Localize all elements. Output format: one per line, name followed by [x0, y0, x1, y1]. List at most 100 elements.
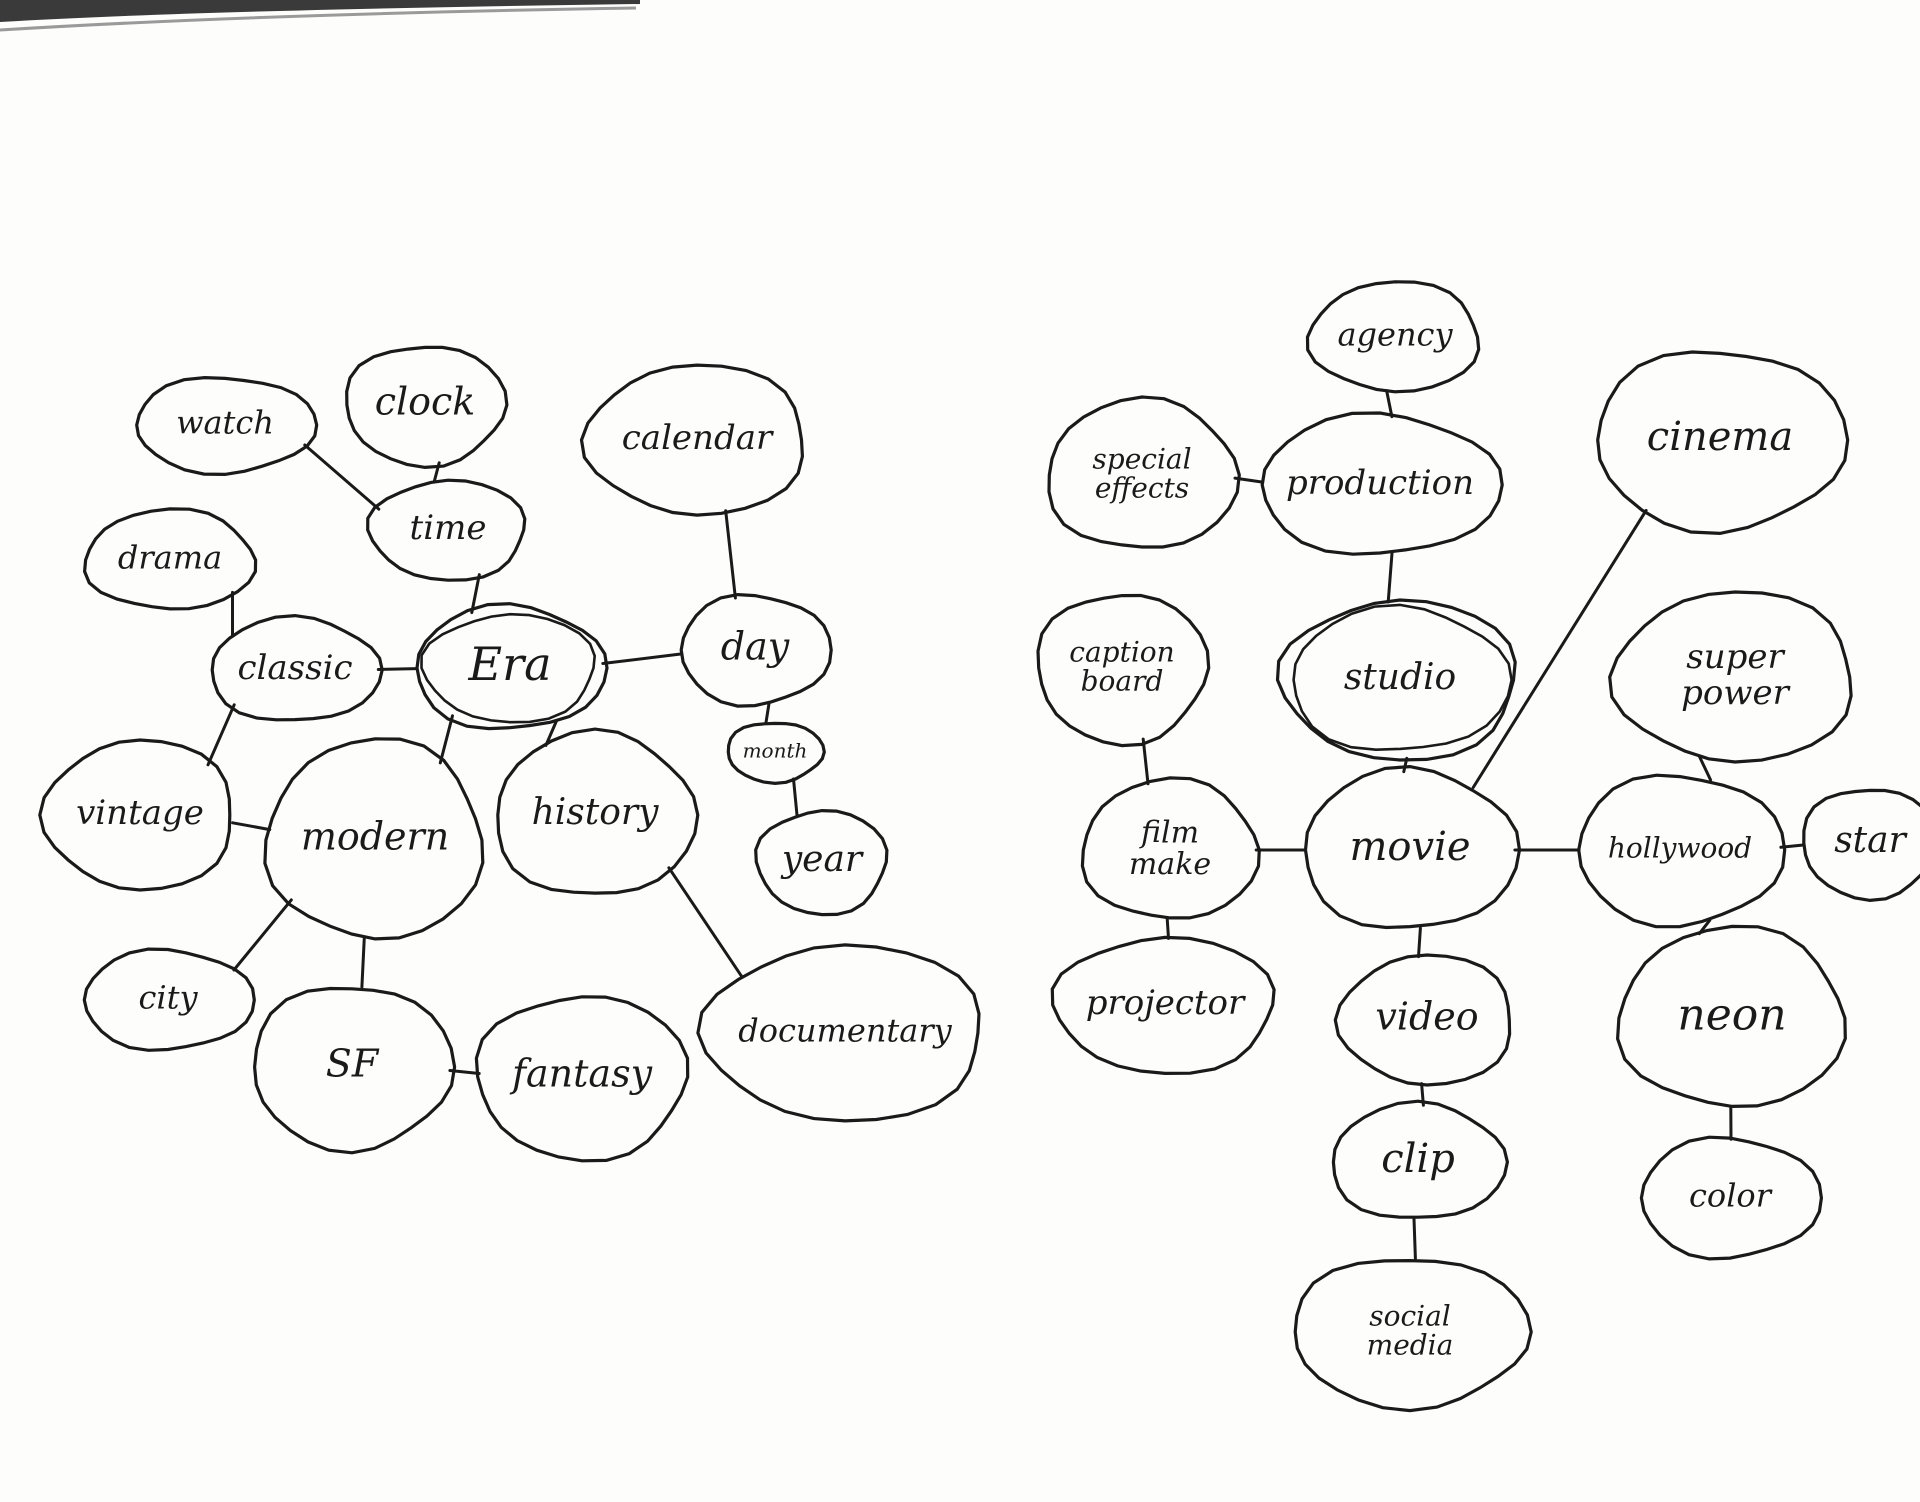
- label-clock: clock: [375, 380, 476, 424]
- edge-classic-vintage: [206, 703, 236, 767]
- label-modern: modern: [301, 815, 449, 859]
- bubble-social: [1293, 1258, 1533, 1413]
- bubble-clock: [345, 345, 509, 470]
- bubble-documentary: [696, 943, 981, 1123]
- bubble-modern: [263, 737, 485, 941]
- label-production: production: [1286, 463, 1474, 503]
- node-projector: projector: [1050, 935, 1276, 1076]
- node-month: month: [726, 721, 826, 786]
- label-line-special-0: special: [1092, 442, 1191, 475]
- node-clock: clock: [345, 345, 509, 470]
- node-movie: movie: [1303, 764, 1522, 930]
- edge-era-history: [544, 719, 559, 747]
- bubble-sf: [252, 986, 457, 1155]
- label-documentary: documentary: [738, 1012, 952, 1050]
- paper-torn-edge: [0, 0, 640, 22]
- edge-time-era: [470, 573, 481, 615]
- label-fantasy: fantasy: [509, 1052, 653, 1096]
- label-color: color: [1689, 1177, 1773, 1215]
- node-studio: studio: [1275, 598, 1517, 762]
- label-projector: projector: [1086, 983, 1246, 1023]
- edge-history-documentary: [667, 866, 744, 978]
- bubble-superpower: [1608, 590, 1853, 764]
- bubble-era: [415, 602, 609, 731]
- bubble-neon: [1615, 924, 1847, 1109]
- label-sf: SF: [326, 1042, 380, 1086]
- bubble-fantasy: [474, 995, 690, 1163]
- node-cinema: cinema: [1596, 350, 1850, 536]
- edge-production-studio: [1386, 551, 1394, 604]
- edge-filmmake-projector: [1165, 917, 1170, 940]
- node-video: video: [1333, 953, 1512, 1087]
- label-star: star: [1834, 820, 1907, 861]
- label-line-caption-1: board: [1081, 664, 1164, 697]
- label-clip: clip: [1381, 1136, 1455, 1182]
- node-sf: SF: [252, 986, 457, 1155]
- label-drama: drama: [118, 539, 222, 577]
- label-line-caption-0: caption: [1069, 635, 1174, 668]
- node-time: time: [366, 478, 527, 582]
- label-era: Era: [468, 637, 552, 691]
- paper-torn-edge-shadow: [0, 6, 637, 32]
- edge-vintage-modern: [231, 821, 272, 832]
- label-hollywood: hollywood: [1608, 832, 1752, 865]
- label-line-social-1: media: [1367, 1328, 1454, 1361]
- label-city: city: [138, 979, 198, 1017]
- label-video: video: [1375, 995, 1478, 1039]
- node-day: day: [679, 592, 833, 708]
- bubble-cinema: [1596, 350, 1850, 536]
- label-time: time: [410, 508, 487, 548]
- edge-cinema-movie: [1471, 508, 1648, 789]
- bubble-time: [366, 478, 527, 582]
- label-studio: studio: [1344, 657, 1456, 698]
- node-documentary: documentary: [696, 943, 981, 1123]
- node-agency: agency: [1305, 280, 1481, 394]
- node-drama: drama: [82, 507, 258, 611]
- bubble-month: [726, 721, 826, 786]
- label-classic: classic: [238, 648, 353, 688]
- node-history: history: [496, 727, 700, 895]
- label-movie: movie: [1349, 824, 1470, 870]
- bubble-day: [679, 592, 833, 708]
- bubble-caption: [1036, 593, 1211, 748]
- label-vintage: vintage: [76, 793, 204, 833]
- bubble-year: [754, 808, 889, 917]
- bubble-vintage: [38, 738, 232, 892]
- edge-calendar-day: [724, 509, 737, 600]
- bubble-clip: [1331, 1099, 1510, 1219]
- label-day: day: [721, 625, 790, 669]
- label-calendar: calendar: [622, 418, 774, 458]
- node-fantasy: fantasy: [474, 995, 690, 1163]
- bubble-color: [1639, 1135, 1824, 1261]
- edge-modern-city: [232, 898, 293, 972]
- label-history: history: [532, 792, 660, 833]
- label-line-social-0: social: [1369, 1299, 1451, 1332]
- bubble-city: [82, 947, 256, 1052]
- node-clip: clip: [1331, 1099, 1510, 1219]
- bubble-watch: [135, 375, 319, 477]
- edge-day-month: [764, 701, 771, 725]
- node-year: year: [754, 808, 889, 917]
- bubble-filmmake: [1080, 776, 1261, 920]
- node-modern: modern: [263, 737, 485, 941]
- edge-movie-video: [1417, 926, 1422, 959]
- node-city: city: [82, 947, 256, 1052]
- edge-classic-era: [376, 667, 419, 671]
- edge-caption-filmmake: [1141, 737, 1150, 786]
- bubble-classic: [210, 613, 384, 722]
- bubble-agency: [1305, 280, 1481, 394]
- bubble-movie: [1303, 764, 1522, 930]
- node-color: color: [1639, 1135, 1824, 1261]
- bubble-star: [1802, 788, 1920, 903]
- edge-month-year: [792, 777, 799, 817]
- label-agency: agency: [1337, 316, 1453, 354]
